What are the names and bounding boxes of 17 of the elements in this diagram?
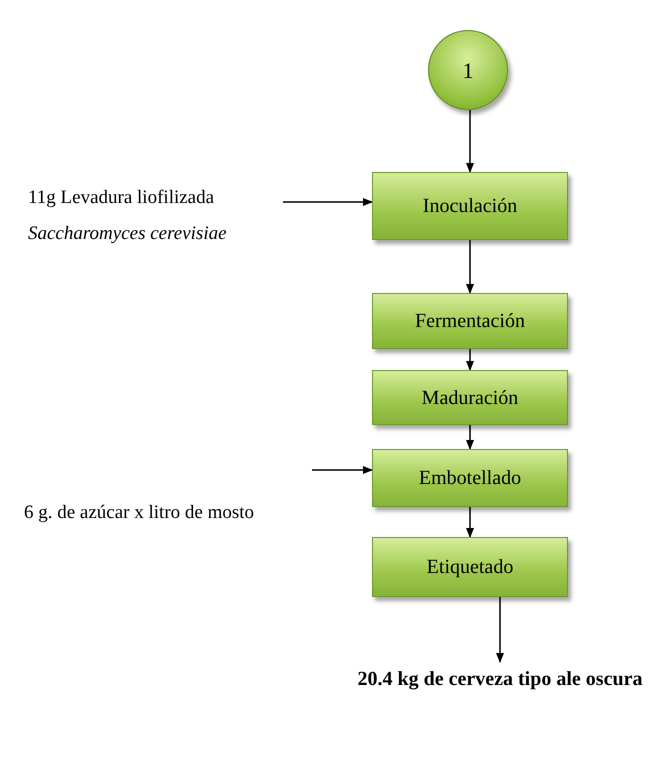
arrow bbox=[283, 198, 373, 206]
process-box: Fermentación bbox=[372, 293, 568, 349]
arrow bbox=[466, 425, 474, 450]
arrow bbox=[312, 466, 373, 474]
input-text: 20.4 kg de cerveza tipo ale oscura bbox=[358, 667, 642, 692]
input-text: Saccharomyces cerevisiae bbox=[28, 222, 227, 246]
input-text: 11g Levadura liofilizada bbox=[28, 186, 214, 210]
arrow bbox=[466, 110, 474, 173]
process-box: Embotellado bbox=[372, 449, 568, 507]
process-box: Etiquetado bbox=[372, 537, 568, 597]
process-box: Inoculación bbox=[372, 172, 568, 240]
process-box: Maduración bbox=[372, 370, 568, 425]
input-text: 6 g. de azúcar x litro de mosto bbox=[24, 501, 254, 525]
arrow bbox=[466, 349, 474, 371]
arrow bbox=[466, 507, 474, 538]
arrow bbox=[496, 597, 504, 663]
arrow bbox=[466, 240, 474, 294]
